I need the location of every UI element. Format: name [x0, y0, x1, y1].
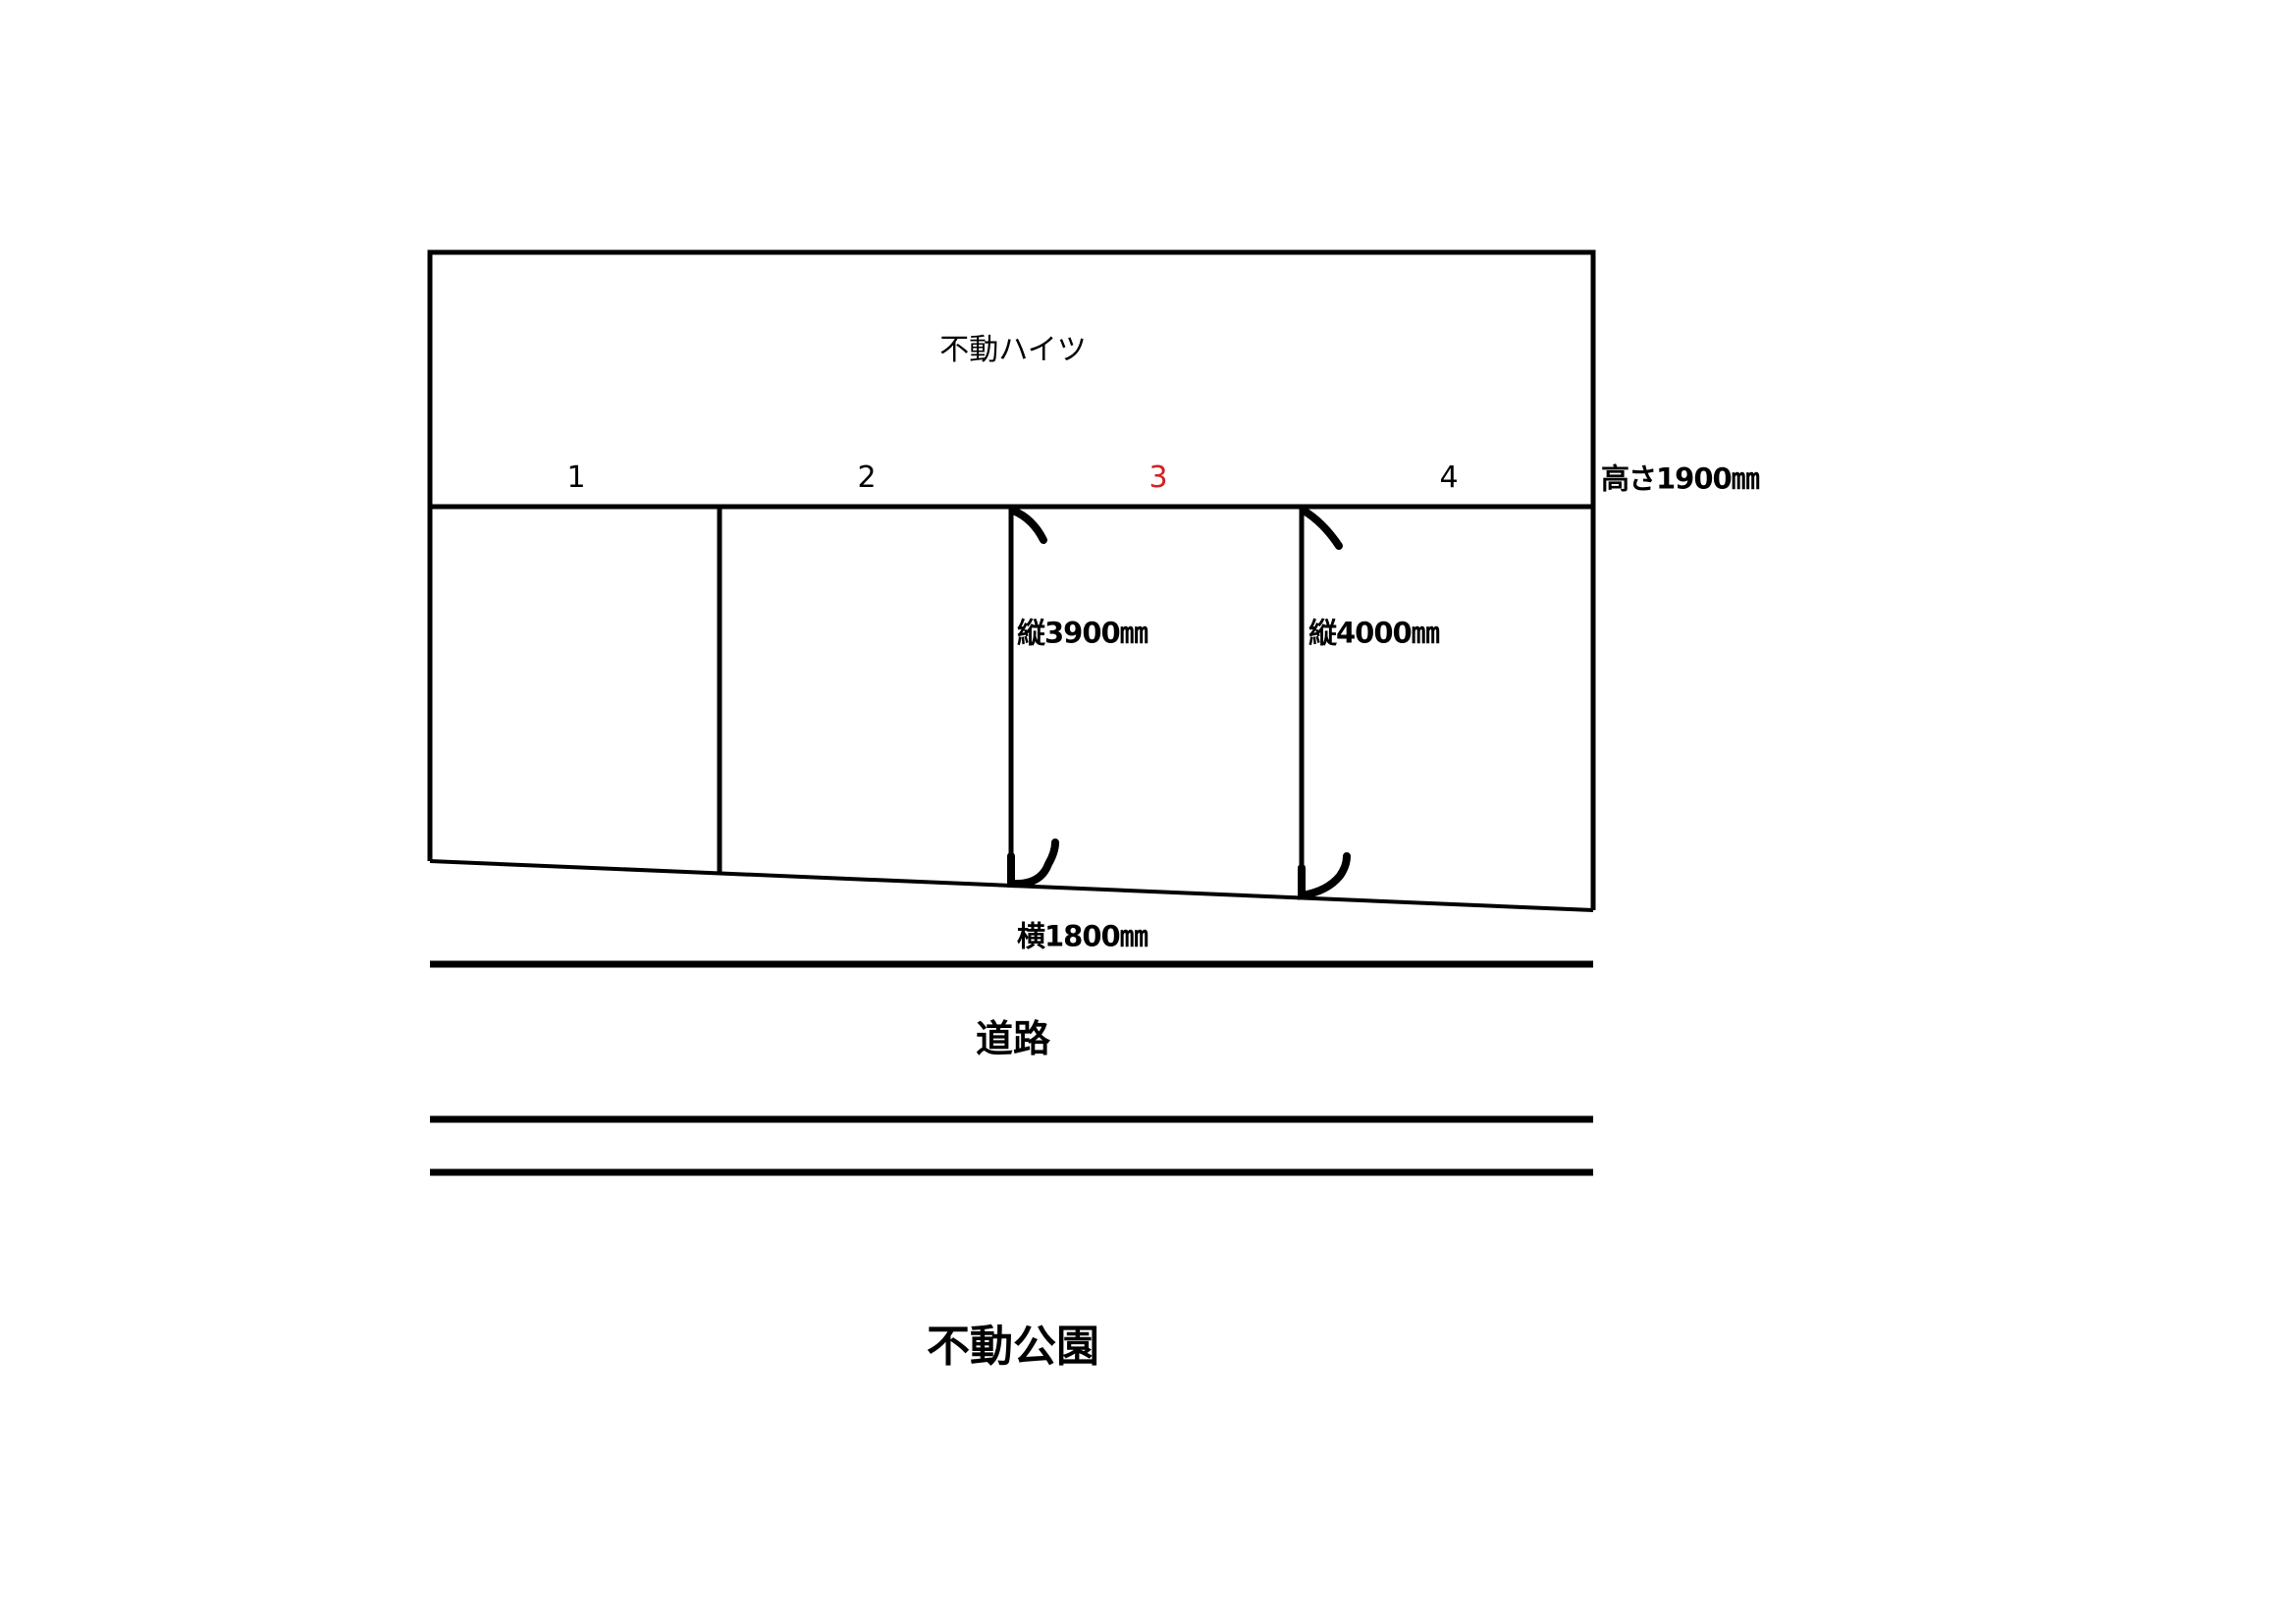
- width-dimension: 横1800㎜: [1017, 919, 1148, 953]
- building-name: 不動ハイツ: [939, 333, 1087, 367]
- space-number-1: 1: [566, 460, 586, 495]
- depth-dimension-space-3: 縦3900㎜: [1017, 616, 1148, 650]
- building-outline: [427, 249, 1596, 910]
- space-number-3: 3: [1148, 460, 1168, 495]
- dimension-arrow-bottom-4: [1298, 852, 1351, 900]
- dimension-arrow-top-4: [1300, 507, 1343, 550]
- height-dimension: 高さ1900㎜: [1601, 461, 1760, 496]
- dimension-arrow-bottom-3: [1007, 839, 1059, 889]
- depth-dimension-space-4: 縦4000㎜: [1308, 616, 1440, 650]
- space-number-4: 4: [1439, 460, 1459, 495]
- road-label: 道路: [975, 1017, 1051, 1060]
- dimension-arrow-top-3: [1009, 507, 1047, 544]
- park-label: 不動公園: [927, 1322, 1099, 1372]
- space-number-2: 2: [857, 460, 877, 495]
